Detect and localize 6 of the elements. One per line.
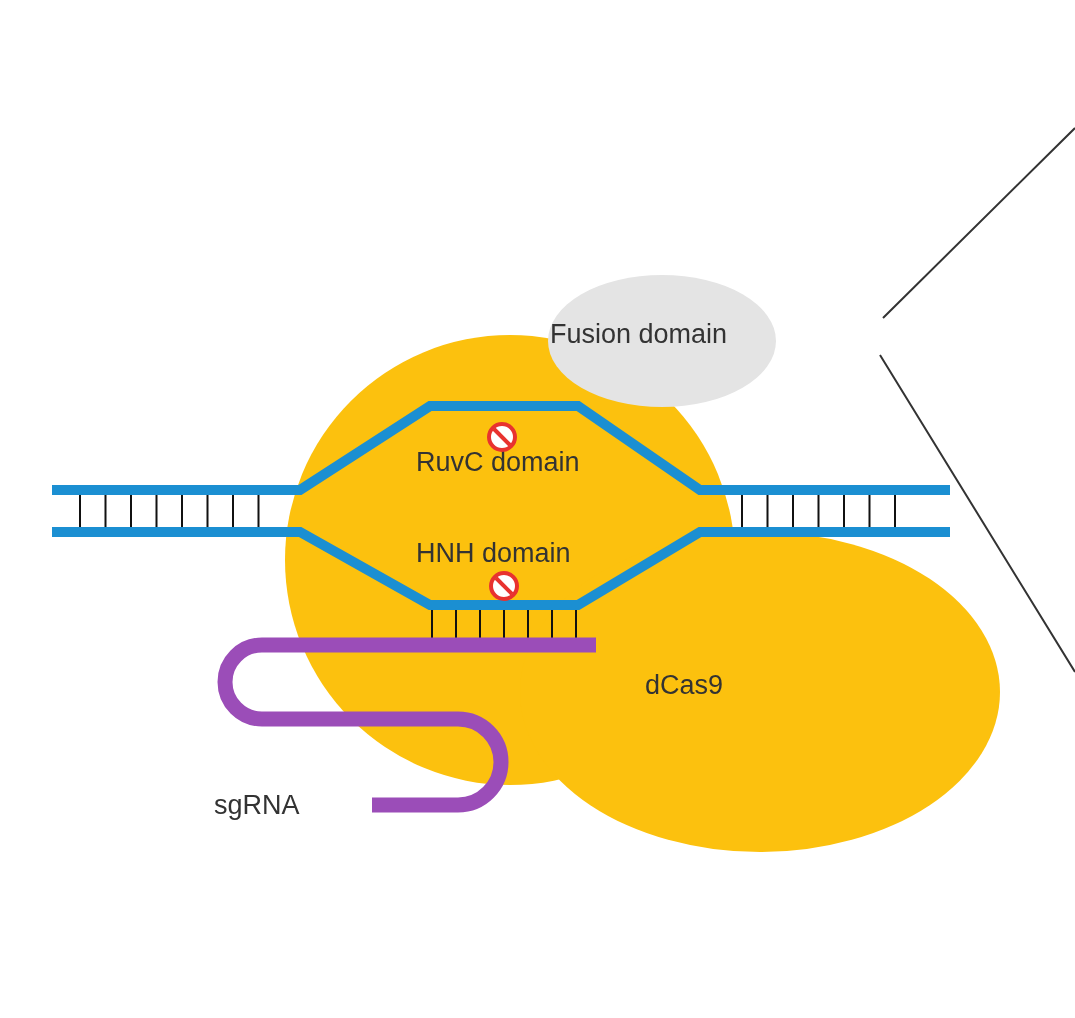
domain-label: RuvC domain: [416, 447, 580, 478]
domain-label: Fusion domain: [550, 319, 728, 350]
protein-label: dCas9: [645, 670, 724, 701]
structure-label: sgRNA: [214, 790, 300, 821]
domain-ellipse: [548, 275, 776, 407]
domain-label: HNH domain: [416, 538, 571, 569]
